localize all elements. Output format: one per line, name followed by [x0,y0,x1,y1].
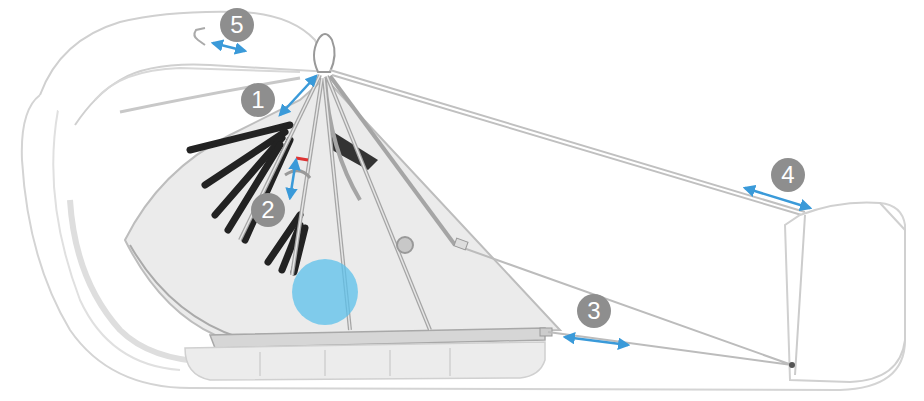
pocket-dividers [260,348,450,376]
buckle-red [296,158,308,160]
highlight-circle [292,259,358,325]
carabiner [314,34,335,72]
speedbar-hook [194,28,205,45]
line-ring [789,362,795,368]
seat-pocket [185,342,545,380]
callout-circles [220,8,805,328]
callout-number: 1 [241,83,275,117]
headrest [40,12,330,125]
line-connector [454,238,468,250]
callout-number: 2 [251,193,285,227]
harness-straps [240,75,455,330]
footpod-line [330,70,805,216]
footpod [785,203,905,383]
adjust-arrows [213,43,810,345]
strap-highlights [240,75,430,330]
callout-number: 5 [220,8,254,42]
lower-lines [455,245,792,365]
strap-ring [397,237,413,253]
footpod-front [795,215,805,375]
panel-edge [130,245,240,338]
buckle [285,171,310,178]
callout-number: 3 [577,294,611,328]
webbing-fan [190,125,305,272]
callout-number: 4 [771,158,805,192]
